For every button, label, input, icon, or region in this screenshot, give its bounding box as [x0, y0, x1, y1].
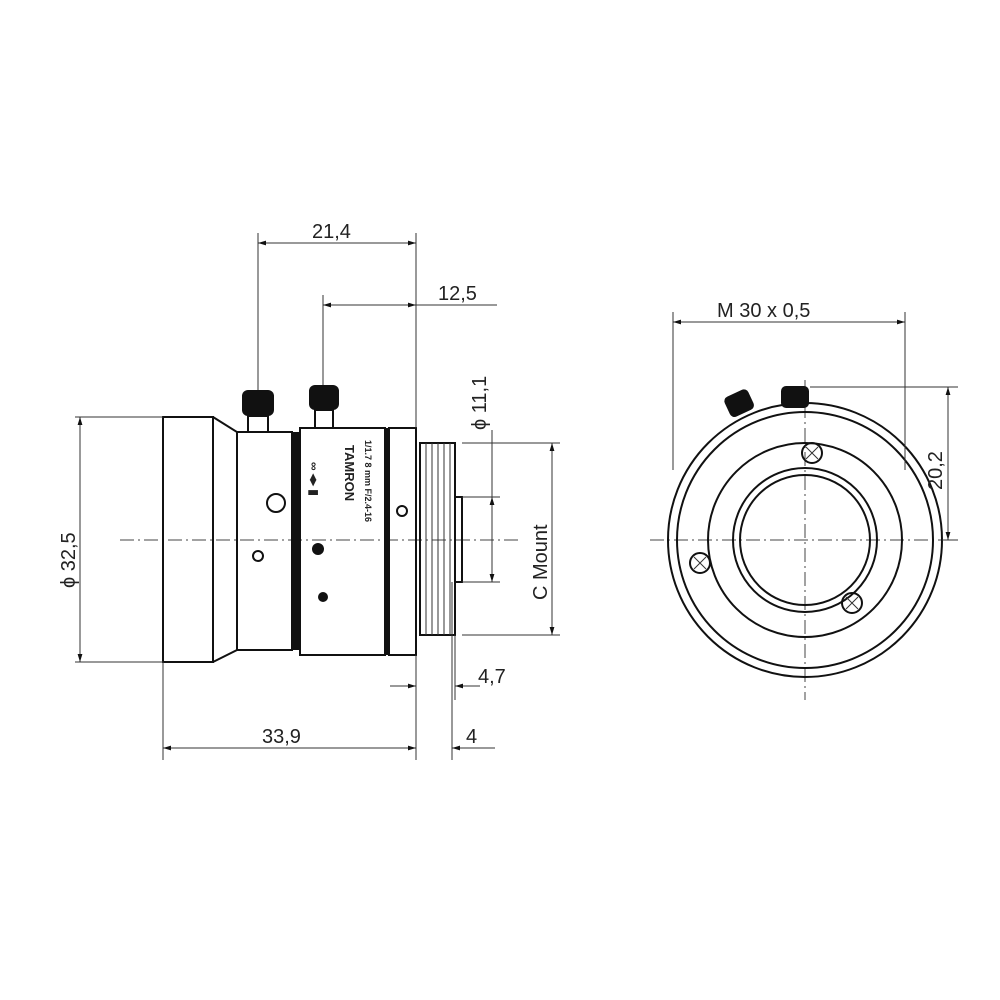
inner-aperture	[739, 474, 871, 606]
screw-hole-2	[318, 592, 328, 602]
screw-icon	[841, 592, 863, 614]
dim-33-9: 33,9	[262, 726, 301, 748]
focus-lock-knob-front	[724, 389, 754, 418]
dim-21-4: 21,4	[312, 221, 351, 243]
dim-c-mount: C Mount	[530, 524, 552, 600]
screw-hole	[312, 543, 324, 555]
ring-2	[676, 411, 934, 669]
rear-view	[650, 380, 960, 700]
dim-m30: M 30 x 0,5	[717, 300, 810, 322]
screw-icon	[689, 552, 711, 574]
dim-phi-11-1: ϕ 11,1	[469, 376, 491, 430]
brand-marking: TAMRON	[342, 445, 357, 501]
dim-4-7: 4,7	[478, 666, 506, 688]
side-view: TAMRON 1/1.7 8 mm F/2.4-16 ∞ ◂▸ ▮	[120, 385, 520, 663]
screw-icon	[266, 493, 286, 513]
front-barrel	[162, 416, 214, 663]
rear-ring	[388, 427, 417, 656]
ring-groove-2	[385, 428, 389, 655]
focus-scale: ∞ ◂▸ ▮	[307, 462, 321, 496]
dim-12-5: 12,5	[438, 283, 477, 305]
iris-lock-knob-front	[781, 386, 809, 408]
front-dimension-lines	[672, 312, 958, 541]
screw-icon	[801, 442, 823, 464]
spec-marking: 1/1.7 8 mm F/2.4-16	[363, 440, 373, 522]
dim-phi-32-5: ϕ 32,5	[58, 532, 80, 588]
ring-3	[707, 442, 903, 638]
mount-flange	[454, 496, 463, 583]
focus-lock-knob	[242, 390, 274, 433]
dim-4: 4	[466, 726, 477, 748]
iris-lock-knob	[309, 385, 339, 429]
ring-groove	[292, 432, 300, 650]
focus-ring	[236, 431, 293, 651]
ring-4	[732, 467, 878, 613]
dimension-lines	[75, 233, 560, 760]
dim-20-2: 20,2	[925, 451, 947, 490]
index-dot	[252, 550, 264, 562]
index-dot-2	[396, 505, 408, 517]
